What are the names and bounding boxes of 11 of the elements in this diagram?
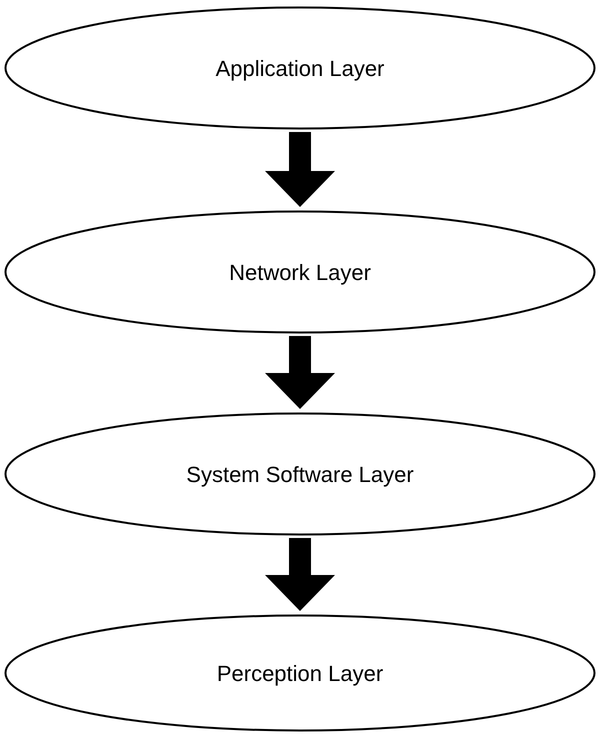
layer-label: Perception Layer: [216, 660, 384, 688]
layer-label: Application Layer: [216, 54, 384, 83]
layer-label: System Software Layer: [186, 460, 414, 489]
arrow: [265, 336, 335, 409]
layer-ellipse: [4, 6, 596, 130]
arrow: [265, 538, 335, 611]
layer-ellipse: [4, 614, 596, 732]
layer-ellipse: [4, 412, 596, 536]
arrow: [265, 132, 335, 207]
layer-ellipse: [4, 210, 596, 334]
layer-label: Network Layer: [229, 258, 371, 287]
